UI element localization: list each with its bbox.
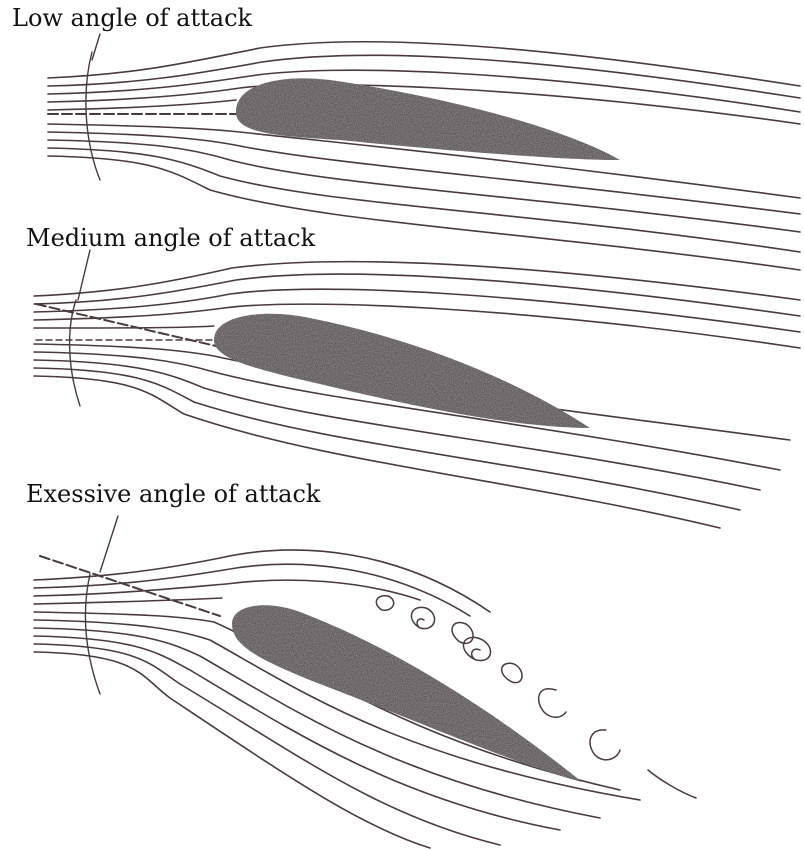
- angle-arc: [86, 52, 100, 180]
- panel-medium-angle: [34, 250, 800, 528]
- chord-line: [40, 556, 220, 616]
- airfoil-low: [236, 78, 620, 160]
- panel-low-angle: [48, 34, 800, 270]
- streamlines-upper: [34, 262, 800, 348]
- airfoil-medium: [214, 314, 590, 428]
- angle-pointer: [92, 34, 100, 60]
- angle-pointer: [100, 516, 118, 572]
- airfoil-excessive: [232, 605, 582, 782]
- panel-excessive-angle: [34, 516, 696, 848]
- angle-arc: [85, 574, 100, 694]
